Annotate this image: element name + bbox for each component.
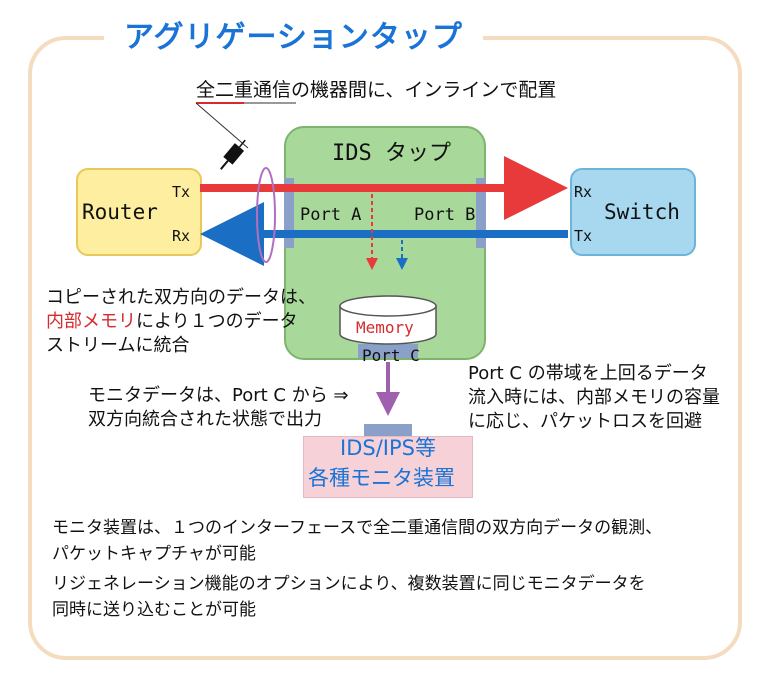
probe-leader-line [195,102,249,149]
clamp-ellipse [256,167,276,263]
probe-icon [220,139,246,170]
monitor-line2: 各種モニタ装置 [308,466,455,490]
port-c-stub [358,344,418,358]
tap-label: IDS タップ [332,141,451,166]
router-tx-label: Tx [172,183,191,201]
monitor-note-line2: 双方向統合された状態で出力 [88,409,322,430]
monitor-device-box [303,436,473,498]
bottom-note-line1: モニタ装置は、１つのインターフェースで全二重通信間の双方向データの観測、 [52,518,663,538]
right-note-line2: 流入時には、内部メモリの容量 [468,387,720,408]
left-note-red: 内部メモリ [46,311,136,332]
memory-label: Memory [356,318,414,337]
left-note-rest: により１つのデータ [136,311,298,332]
top-caption: 全二重通信の機器間に、インラインで配置 [196,79,557,101]
bottom-note-line4: 同時に送り込むことが可能 [52,600,256,620]
port-b-stub [476,178,486,248]
right-note-line1: Port C の帯域を上回るデータ [468,363,708,384]
port-b-label: Port B [414,205,476,225]
port-a-stub [284,178,294,248]
bottom-note-line2: パケットキャプチャが可能 [52,544,256,564]
switch-label: Switch [604,200,680,224]
page-title: アグリゲーションタップ [104,12,483,56]
right-note-line3: に応じ、パケットロスを回避 [468,411,702,432]
monitor-port-stub [364,424,412,436]
memory-cylinder [339,295,437,345]
bottom-note-line3: リジェネレーション機能のオプションにより、複数装置に同じモニタデータを [52,574,646,594]
port-a-label: Port A [300,205,362,225]
router-box [76,168,202,256]
monitor-note-line1: モニタデータは、Port C から ⇒ [88,385,349,406]
switch-tx-label: Tx [574,227,593,245]
left-note-line3: ストリームに統合 [46,335,190,356]
left-note-line1: コピーされた双方向のデータは、 [46,287,316,308]
router-label: Router [82,200,158,224]
switch-box [570,168,696,256]
switch-rx-label: Rx [574,183,593,201]
left-note-line2: 内部メモリにより１つのデータ [46,310,298,334]
router-rx-label: Rx [172,227,191,245]
port-c-label: Port C [362,346,420,365]
monitor-line1: IDS/IPS等 [340,436,436,460]
